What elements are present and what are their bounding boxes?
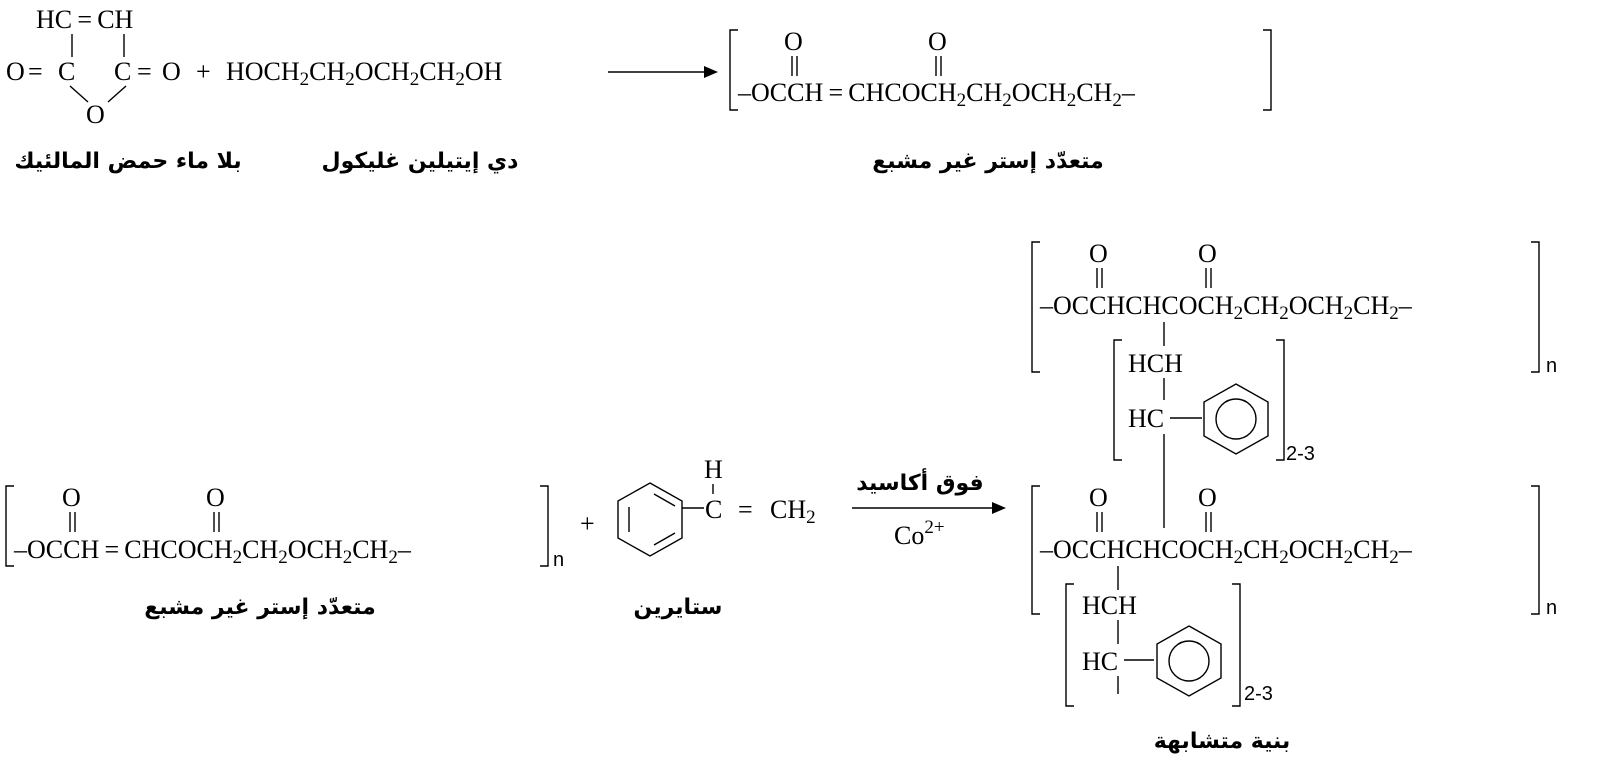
unsaturated-polyester-1: O O –OCCH = CHCOCH2CH2OCH2CH2– bbox=[729, 27, 1272, 111]
styrene-c: C bbox=[705, 495, 722, 524]
top-benzene-ring-icon bbox=[1203, 383, 1269, 455]
bottom-branch-hch: HCH bbox=[1082, 591, 1137, 620]
bottom-carbonyl-o-2: O bbox=[1198, 483, 1217, 512]
anhydride-top: HC = CH bbox=[36, 5, 134, 34]
reaction-arrow-2: فوق أكاسيد Co2+ bbox=[852, 467, 1006, 550]
styrene: H C = CH2 bbox=[617, 455, 816, 557]
top-left-bracket bbox=[1031, 241, 1040, 373]
top-repeat-n: n bbox=[1546, 355, 1557, 377]
polyester-chain-1: –OCCH = CHCOCH2CH2OCH2CH2– bbox=[737, 78, 1136, 111]
carbonyl-o-1: O bbox=[62, 483, 81, 512]
styrene-ch2: CH2 bbox=[770, 495, 816, 528]
polyester-chain-2: –OCCH = CHCOCH2CH2OCH2CH2– bbox=[13, 535, 412, 568]
top-carbonyl-o-1: O bbox=[1089, 239, 1108, 268]
label-styrene: ستايرين bbox=[634, 595, 723, 620]
benzene-ring-icon bbox=[617, 482, 683, 557]
styrene-double-bond: = bbox=[738, 495, 753, 524]
bottom-repeat-n: n bbox=[1546, 597, 1557, 619]
left-bracket bbox=[5, 485, 14, 567]
anhydride-left-c: C bbox=[58, 57, 75, 86]
repeat-n: n bbox=[553, 549, 564, 571]
bottom-branch-count: 2-3 bbox=[1244, 683, 1273, 705]
styrene-h: H bbox=[704, 455, 723, 484]
bottom-branch-hc: HC bbox=[1082, 647, 1118, 676]
unsaturated-polyester-2: O O –OCCH = CHCOCH2CH2OCH2CH2– n bbox=[5, 483, 564, 571]
top-branch-hc: HC bbox=[1128, 404, 1164, 433]
plus-1: + bbox=[196, 57, 211, 86]
top-branch-right-bracket bbox=[1276, 339, 1285, 461]
bottom-branch-left-bracket bbox=[1065, 583, 1074, 707]
top-branch-hch: HCH bbox=[1128, 349, 1183, 378]
diethylene-glycol-formula: HOCH2CH2OCH2CH2OH bbox=[226, 57, 503, 90]
top-right-bracket bbox=[1531, 241, 1540, 373]
anhydride-ring-o: O bbox=[86, 100, 105, 129]
label-diethylene-glycol: دي إيتيلين غليكول bbox=[322, 149, 519, 174]
top-branch-left-bracket bbox=[1113, 339, 1122, 461]
label-maleic-anhydride: بلا ماء حمض المالئيك bbox=[14, 149, 241, 174]
left-bracket bbox=[729, 29, 738, 111]
label-unsaturated-polyester-2: متعدّد إستر غير مشبع bbox=[144, 595, 376, 620]
anhydride-left-eq: = bbox=[28, 57, 43, 86]
bottom-polyester-chain: –OCCHCHCOCH2CH2OCH2CH2– bbox=[1039, 535, 1413, 568]
catalyst-cobalt: Co2+ bbox=[894, 517, 945, 550]
label-unsaturated-polyester-1: متعدّد إستر غير مشبع bbox=[872, 149, 1104, 174]
bottom-left-bracket bbox=[1031, 485, 1040, 615]
top-branch-count: 2-3 bbox=[1286, 443, 1315, 465]
carbonyl-o-1: O bbox=[784, 27, 803, 56]
anhydride-right-c: C bbox=[114, 57, 131, 86]
reaction-arrow-1 bbox=[608, 66, 718, 78]
bottom-branch-right-bracket bbox=[1232, 583, 1241, 707]
bottom-carbonyl-o-1: O bbox=[1089, 483, 1108, 512]
maleic-anhydride: HC = CH O = C C = O O bbox=[6, 5, 181, 129]
carbonyl-o-2: O bbox=[206, 483, 225, 512]
right-bracket bbox=[1263, 29, 1272, 111]
plus-2: + bbox=[580, 509, 595, 538]
catalyst-peroxides: فوق أكاسيد bbox=[856, 467, 983, 496]
right-bracket bbox=[540, 485, 549, 567]
anhydride-left-o: O bbox=[6, 57, 25, 86]
top-carbonyl-o-2: O bbox=[1198, 239, 1217, 268]
anhydride-right-o: O bbox=[162, 57, 181, 86]
label-crosslinked-structure: بنية متشابهة bbox=[1154, 729, 1291, 754]
top-polyester-chain: –OCCHCHCOCH2CH2OCH2CH2– bbox=[1039, 291, 1413, 324]
carbonyl-o-2: O bbox=[928, 27, 947, 56]
bottom-right-bracket bbox=[1531, 485, 1540, 615]
crosslinked-network: n O O –OCCHCHCOCH2CH2OCH2CH2– 2-3 HCH HC… bbox=[1031, 239, 1557, 707]
anhydride-right-eq: = bbox=[137, 57, 152, 86]
bottom-benzene-ring-icon bbox=[1156, 625, 1222, 697]
